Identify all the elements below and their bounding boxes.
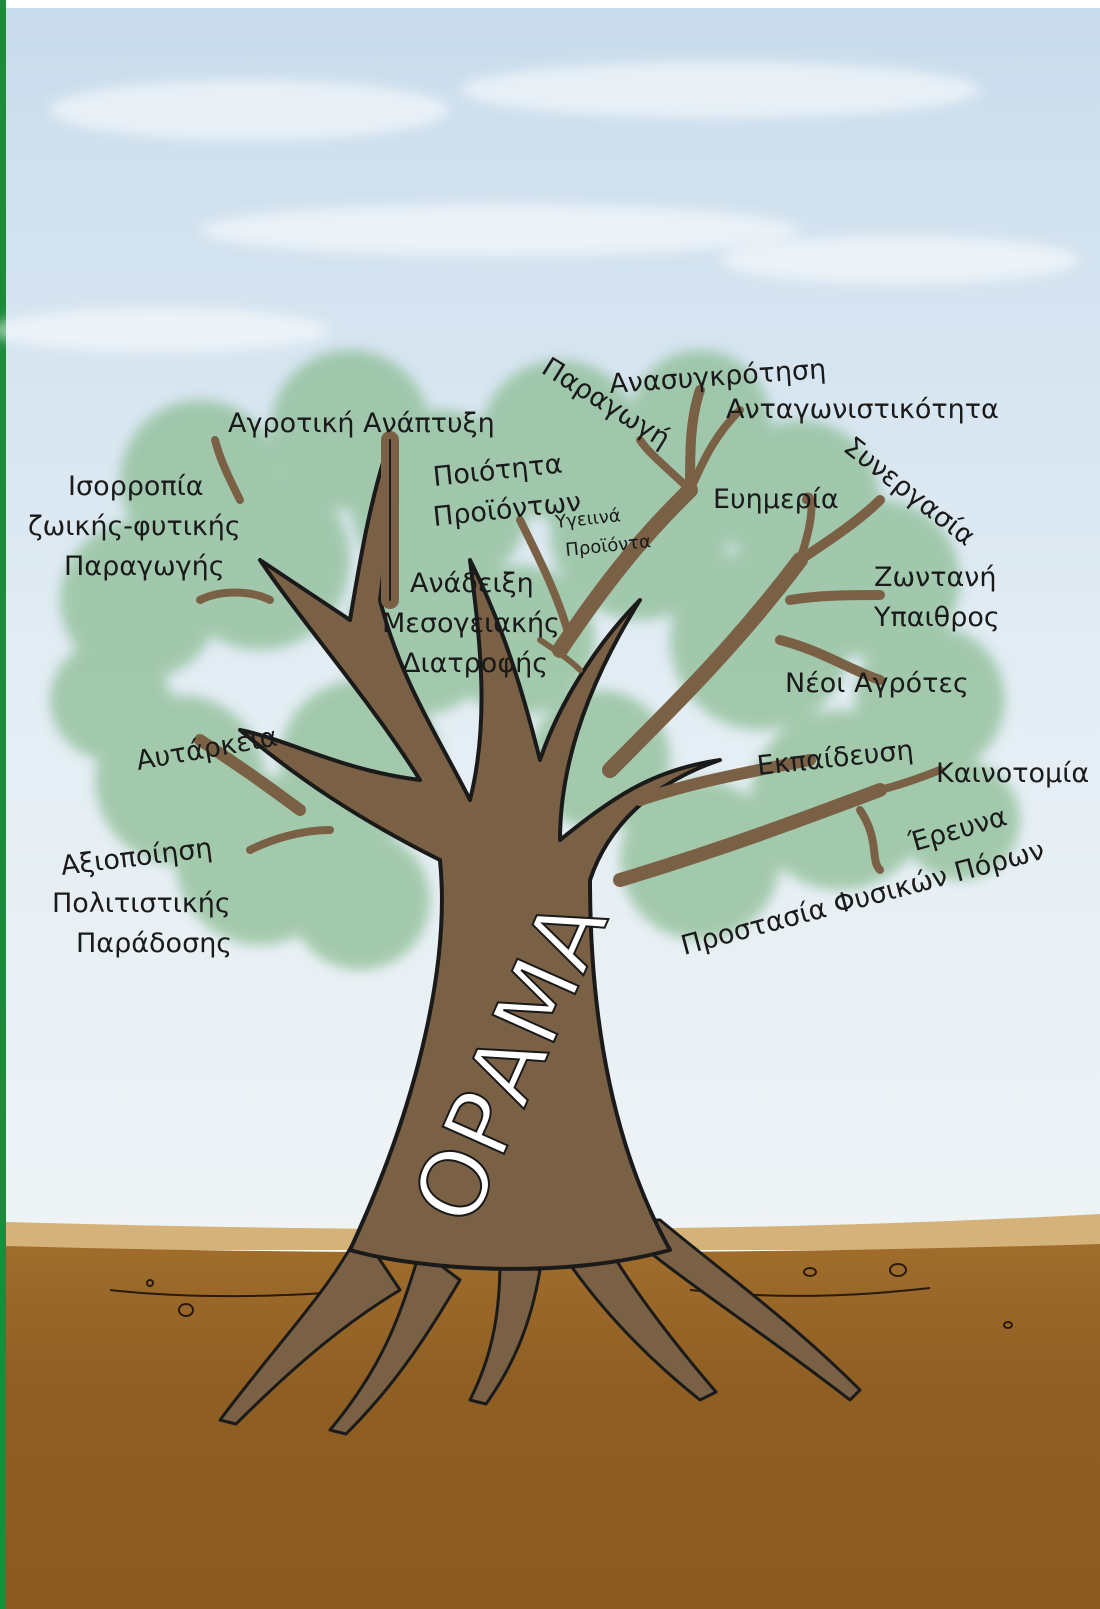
label-zontani-line1: Ζωντανή [874,562,996,593]
left-border [0,0,6,1609]
label-anadeixi-line1: Ανάδειξη [410,568,534,599]
clouds [0,62,1080,352]
label-isorropia-line3: Παραγωγής [64,551,225,582]
label-antagonistikotita: Ανταγωνιστικότητα [726,394,999,425]
label-axiopoiisi-line2: Πολιτιστικής [52,888,231,919]
label-evimeria: Ευημερία [713,484,839,515]
label-isorropia-line2: ζωικής-φυτικής [28,511,241,542]
trunk [238,438,722,1271]
ground [6,1244,1100,1609]
label-isorropia-line1: Ισορροπία [68,471,204,502]
top-border [0,0,1100,8]
label-neoi-agrotes: Νέοι Αγρότες [785,668,969,699]
label-zontani-line2: Υπαιθρος [873,602,1000,633]
label-anadeixi-line2: Μεσογειακής [382,608,560,639]
roots [218,1218,862,1436]
branches [194,385,944,887]
label-agrotiki-anaptyxi: Αγροτική Ανάπτυξη [228,408,495,439]
label-kainotomia: Καινοτομία [936,758,1089,789]
label-axiopoiisi-line3: Παράδοσης [76,928,232,959]
label-anadeixi-line3: Διατροφής [402,648,548,679]
